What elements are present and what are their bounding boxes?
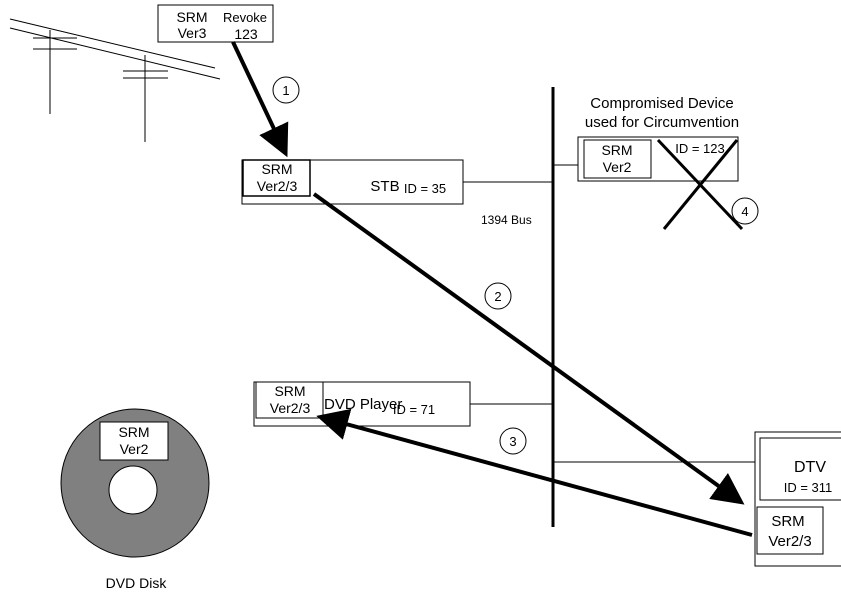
header-srm-box: SRM Ver3 Revoke 123: [158, 5, 273, 42]
stb-id: ID = 35: [404, 181, 446, 196]
dtv-name: DTV: [794, 459, 826, 476]
compromised-device: Compromised Device used for Circumventio…: [578, 95, 742, 229]
stb-device: SRM Ver2/3 STB ID = 35: [242, 160, 463, 204]
compromised-id: ID = 123: [675, 141, 725, 156]
disk-srm-version: Ver2: [120, 441, 149, 457]
step-2-number: 2: [494, 289, 501, 304]
compromised-title-line1: Compromised Device: [590, 95, 733, 112]
dvd-player-srm-label: SRM: [274, 383, 305, 399]
stb-srm-label: SRM: [261, 161, 292, 177]
step-1-marker: 1: [273, 77, 299, 103]
header-srm-label: SRM: [176, 9, 207, 25]
dvd-player-device: SRM Ver2/3 DVD Player ID = 71: [254, 382, 470, 426]
compromised-srm-label: SRM: [601, 142, 632, 158]
dvd-player-name: DVD Player: [324, 396, 402, 413]
dtv-id: ID = 311: [784, 480, 833, 495]
compromised-srm-version: Ver2: [603, 159, 632, 175]
compromised-title-line2: used for Circumvention: [585, 114, 739, 131]
step-4-number: 4: [741, 204, 748, 219]
bus-label: 1394 Bus: [481, 213, 532, 227]
arrow-step-3: [324, 418, 752, 535]
dtv-device: DTV ID = 311 SRM Ver2/3: [755, 432, 841, 566]
disk-srm-label: SRM: [118, 424, 149, 440]
step-2-marker: 2: [485, 283, 511, 309]
dvd-disk: SRM Ver2 DVD Disk: [61, 409, 209, 591]
step-3-number: 3: [509, 434, 516, 449]
header-srm-version: Ver3: [178, 25, 207, 41]
dvd-player-srm-version: Ver2/3: [270, 400, 311, 416]
step-3-marker: 3: [500, 428, 526, 454]
step-4-marker: 4: [732, 198, 758, 224]
dtv-srm-label: SRM: [771, 513, 804, 530]
step-1-number: 1: [282, 83, 289, 98]
revoke-id: 123: [234, 26, 258, 42]
arrow-step-2: [314, 194, 738, 500]
stb-srm-version: Ver2/3: [257, 178, 298, 194]
stb-name: STB: [370, 178, 399, 195]
disk-label: DVD Disk: [106, 575, 168, 591]
dtv-srm-version: Ver2/3: [768, 533, 811, 550]
dvd-player-id: ID = 71: [393, 402, 435, 417]
revoke-label: Revoke: [223, 10, 267, 25]
